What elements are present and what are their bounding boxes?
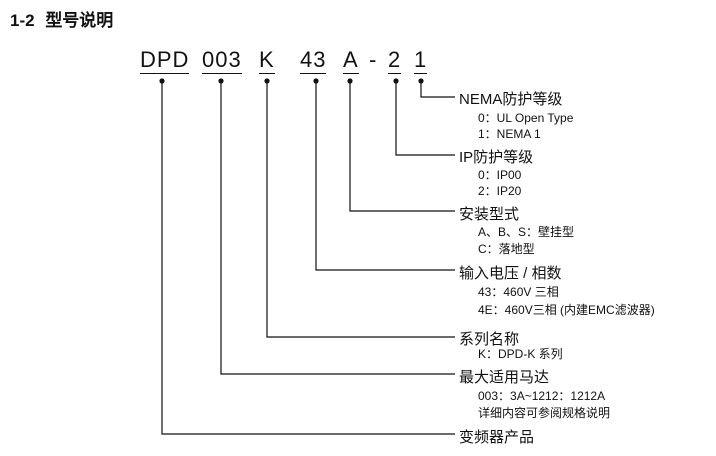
connector-ip bbox=[395, 80, 455, 156]
field-title-mounting: 安装型式 bbox=[459, 206, 520, 223]
connector-dot-motor bbox=[218, 78, 224, 84]
connector-product bbox=[161, 80, 455, 435]
connector-dot-ip bbox=[393, 78, 399, 84]
code-segment-product: DPD bbox=[140, 47, 190, 74]
connector-voltage bbox=[315, 80, 455, 271]
field-line-ip-1: 2：IP20 bbox=[478, 184, 522, 198]
field-line-nema-1: 1：NEMA 1 bbox=[478, 127, 541, 141]
field-line-voltage-1: 4E：460V三相 (内建EMC滤波器) bbox=[478, 303, 655, 317]
connector-dot-product bbox=[159, 78, 165, 84]
field-line-series-0: K：DPD-K 系列 bbox=[478, 347, 563, 361]
field-title-voltage: 输入电压 / 相数 bbox=[459, 265, 562, 282]
field-title-motor: 最大适用马达 bbox=[459, 369, 550, 386]
connector-dot-voltage bbox=[313, 78, 319, 84]
connector-mounting bbox=[349, 80, 455, 212]
section-heading: 1-2 型号说明 bbox=[10, 6, 113, 31]
connector-dot-mounting bbox=[347, 78, 353, 84]
field-title-ip: IP防护等级 bbox=[459, 149, 534, 166]
code-segment-series: K bbox=[259, 47, 275, 74]
field-line-mounting-1: C：落地型 bbox=[478, 242, 535, 256]
field-line-motor-1: 详细内容可参阅规格说明 bbox=[478, 406, 611, 420]
field-line-ip-0: 0：IP00 bbox=[478, 168, 522, 182]
code-separator: - bbox=[369, 47, 378, 72]
section-number: 1-2 bbox=[10, 11, 35, 30]
connector-motor bbox=[220, 80, 455, 375]
field-line-mounting-0: A、B、S：壁挂型 bbox=[478, 225, 575, 239]
code-segment-ip: 2 bbox=[388, 47, 402, 74]
field-title-nema: NEMA防护等级 bbox=[459, 91, 563, 108]
connector-series bbox=[266, 80, 455, 338]
code-segment-mounting: A bbox=[343, 47, 359, 74]
field-line-motor-0: 003：3A~1212：1212A bbox=[478, 389, 606, 403]
code-segment-voltage: 43 bbox=[300, 47, 327, 74]
field-title-series: 系列名称 bbox=[459, 331, 520, 348]
field-line-nema-0: 0：UL Open Type bbox=[478, 111, 574, 125]
field-title-product: 变频器产品 bbox=[459, 429, 535, 446]
code-segment-nema: 1 bbox=[414, 47, 428, 74]
section-title: 型号说明 bbox=[45, 11, 114, 30]
code-segment-motor: 003 bbox=[202, 47, 242, 74]
connector-nema bbox=[420, 80, 455, 98]
connector-dot-series bbox=[264, 78, 270, 84]
field-line-voltage-0: 43：460V 三相 bbox=[478, 285, 559, 299]
connector-dot-nema bbox=[418, 78, 424, 84]
